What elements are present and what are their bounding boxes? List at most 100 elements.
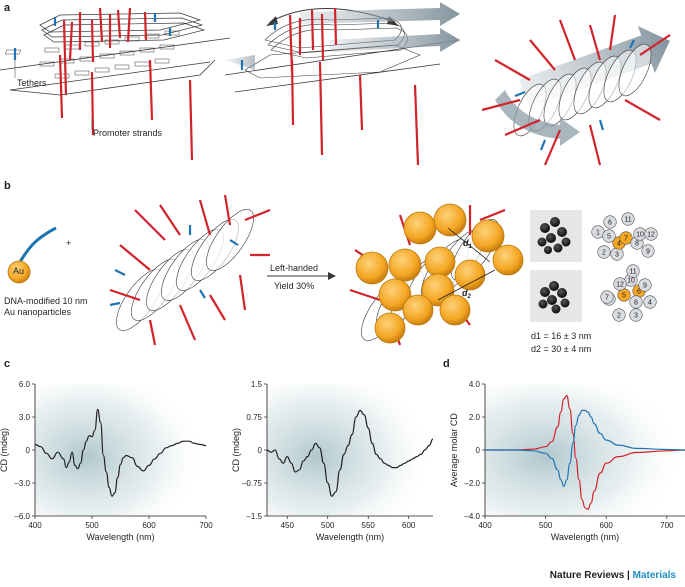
y-tick-label: –6.0 — [14, 512, 30, 521]
cluster-bead — [626, 264, 640, 278]
cluster-bead — [641, 244, 655, 258]
d1-value: d1 = 16 ± 3 nm — [531, 331, 592, 341]
y-tick-label: 0 — [26, 446, 31, 455]
panel-label-a: a — [4, 2, 11, 14]
y-tick-label: 2.0 — [469, 413, 481, 422]
arrow-label-top: Left-handed — [270, 263, 319, 273]
cluster-bead — [602, 229, 616, 243]
cluster-bead — [629, 308, 643, 322]
plot-area-shading — [35, 384, 206, 516]
promoter-strands-right — [481, 14, 671, 166]
cluster-bead-number: 9 — [646, 249, 650, 256]
tethers-middle — [240, 20, 380, 70]
cluster-bead — [603, 215, 617, 229]
cluster-bead-number: 12 — [647, 232, 655, 239]
au-label: Au — [13, 266, 25, 276]
cluster-bead-number: 11 — [629, 269, 636, 276]
x-tick-label: 550 — [362, 521, 376, 530]
cluster-bead-number: 7 — [624, 236, 628, 243]
panel-label-c: c — [4, 358, 11, 370]
distance-markers — [437, 227, 496, 301]
x-tick-label: 400 — [28, 521, 42, 530]
y-tick-label: 4.0 — [469, 380, 481, 389]
series-line-1 — [484, 394, 685, 511]
motion-arrow-side — [225, 55, 255, 70]
cluster-bead — [629, 295, 643, 309]
tethers-right — [514, 39, 635, 151]
cluster-bead-number: 4 — [617, 241, 621, 248]
d2-value: d2 = 30 ± 4 nm — [531, 344, 592, 354]
y-tick-label: –4.0 — [464, 512, 480, 521]
panel-a-illustration — [0, 2, 671, 166]
x-tick-label: 450 — [281, 521, 295, 530]
series-line-1 — [34, 408, 207, 497]
dna-strand — [18, 226, 57, 263]
y-tick-label: 6.0 — [19, 380, 31, 389]
y-tick-label: –1.5 — [246, 512, 262, 521]
x-tick-label: 600 — [402, 521, 416, 530]
x-tick-label: 600 — [142, 521, 156, 530]
assembly-arrowhead — [328, 272, 336, 280]
cluster-bead-number: 2 — [617, 313, 621, 320]
cluster-bead-number: 1 — [596, 230, 600, 237]
x-tick-label: 500 — [85, 521, 99, 530]
cluster-bead-number: 11 — [624, 217, 631, 224]
series-line-2 — [484, 409, 685, 487]
journal-name: Nature Reviews — [549, 570, 625, 581]
y-tick-label: 0 — [476, 446, 481, 455]
promoter-strands-left — [58, 7, 194, 161]
dna-label-line2: Au nanoparticles — [4, 307, 72, 317]
x-tick-label: 700 — [660, 521, 674, 530]
cluster-bead-number: 3 — [615, 252, 619, 259]
cluster-bead — [644, 227, 658, 241]
cluster-bead — [621, 212, 635, 226]
y-tick-label: –3.0 — [14, 479, 30, 488]
cluster-bead-number: 6 — [608, 220, 612, 227]
cluster-bead-number: 8 — [635, 241, 639, 248]
cluster-bead-number: 7 — [605, 295, 609, 302]
cluster-bead-number: 5 — [607, 234, 611, 241]
cluster-bead-number: 6 — [637, 289, 641, 296]
panel-label-b: b — [4, 180, 11, 192]
x-tick-label: 600 — [600, 521, 614, 530]
x-axis-label: Wavelength (nm) — [551, 532, 619, 542]
y-tick-label: –0.75 — [242, 479, 263, 488]
journal-section: Materials — [632, 570, 676, 581]
plus-sign: + — [66, 238, 72, 248]
cluster-bead-number: 12 — [616, 282, 624, 289]
x-tick-label: 500 — [321, 521, 335, 530]
journal-credit: Nature Reviews | Materials — [550, 570, 676, 581]
cluster-bead-number: 8 — [634, 300, 638, 307]
arrow-label-bottom: Yield 30% — [274, 281, 315, 291]
rolling-arrowhead-left — [266, 16, 278, 26]
cluster-bead-number: 2 — [602, 250, 606, 257]
promoter-strands-middle — [288, 7, 420, 166]
panel-label-d: d — [443, 358, 450, 370]
motion-arrow-upper — [300, 2, 460, 26]
y-axis-label: Average molar CD — [449, 413, 459, 487]
cluster-bead-number: 10 — [636, 232, 644, 239]
gold-particles-on-helix — [355, 203, 524, 344]
y-tick-label: 0 — [258, 446, 263, 455]
origami-sheet-rolling — [224, 17, 461, 93]
x-axis-label: Wavelength (nm) — [316, 532, 384, 542]
x-tick-label: 500 — [539, 521, 553, 530]
tethers-left — [13, 13, 172, 60]
tem-particles-bottom — [538, 281, 570, 314]
dna-label-line1: DNA-modified 10 nm — [4, 296, 88, 306]
x-tick-label: 700 — [199, 521, 213, 530]
cluster-bead-number: 3 — [634, 313, 638, 320]
cluster-bead-number: 5 — [622, 293, 626, 300]
cluster-bead — [619, 231, 633, 245]
cluster-bead — [612, 308, 626, 322]
d2-marker: d2 — [462, 288, 472, 300]
y-axis-label: CD (mdeg) — [0, 428, 9, 472]
cluster-bead — [638, 278, 652, 292]
cluster-bead-number: 4 — [648, 300, 652, 307]
x-axis-label: Wavelength (nm) — [86, 532, 154, 542]
motion-arrow-lower — [330, 28, 460, 52]
